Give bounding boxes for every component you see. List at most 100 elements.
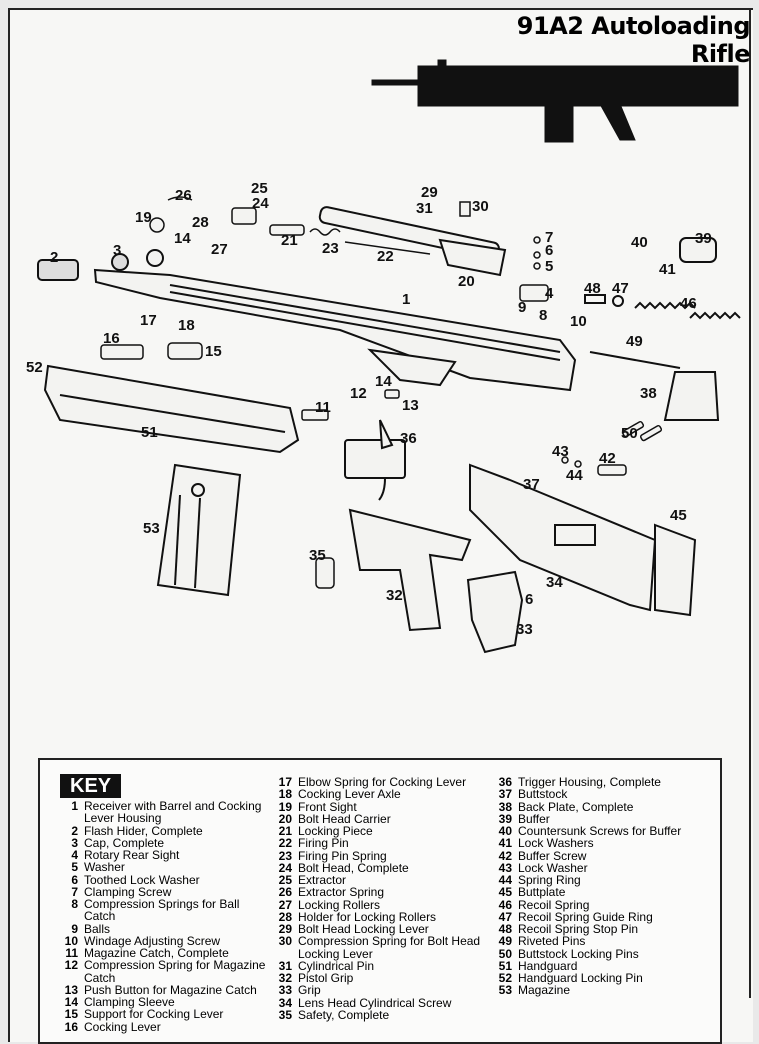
handguard	[43, 364, 300, 454]
key-entry-number: 15	[64, 1007, 78, 1022]
callout: 36	[400, 430, 417, 447]
callout: 37	[523, 476, 540, 493]
key-entry-number: 37	[498, 787, 512, 802]
key-entry-number: 40	[498, 824, 512, 838]
callout: 42	[599, 450, 616, 467]
key-entry-label: Cap, Complete	[84, 835, 165, 850]
key-entry-label: Buffer	[518, 811, 550, 826]
callout: 14	[375, 373, 392, 390]
key-entry-label: Buttplate	[518, 885, 566, 900]
key-entry-number: 30	[278, 934, 292, 949]
callout: 25	[251, 180, 268, 197]
key-entry-label: Windage Adjusting Screw	[84, 933, 221, 948]
key-entry-number: 11	[65, 946, 78, 960]
key-entry-label: Bolt Head Locking Lever	[298, 922, 429, 936]
key-entry-label: Compression Springs for Ball Catch	[84, 897, 240, 924]
pistol-grip	[348, 508, 472, 632]
key-entry-number: 19	[278, 799, 292, 814]
key-entry-number: 10	[64, 933, 78, 948]
key-entry-label: Riveted Pins	[518, 934, 586, 949]
key-entry-number: 28	[278, 909, 292, 924]
key-entry-label: Lens Head Cylindrical Screw	[298, 995, 452, 1010]
callout: 46	[680, 295, 697, 312]
key-entry-number: 21	[278, 824, 292, 838]
key-entry-number: 36	[498, 775, 512, 789]
key-entry-label: Lock Washers	[518, 836, 594, 851]
callout: 19	[135, 209, 152, 226]
callout: 44	[566, 467, 583, 484]
callout: 7	[545, 229, 553, 246]
key-entry-number: 32	[278, 971, 292, 985]
key-entry-label: Clamping Sleeve	[84, 995, 175, 1009]
key-entry-label: Bolt Head Carrier	[298, 811, 391, 826]
callout: 4	[545, 285, 554, 302]
callout: 39	[695, 230, 712, 247]
key-entry-label: Trigger Housing, Complete	[518, 775, 661, 789]
key-entry-label: Cylindrical Pin	[298, 958, 375, 973]
key-entry: 18 Cocking Lever Axle	[268, 787, 486, 802]
key-entry-number: 17	[278, 775, 292, 789]
key-entry-label: Recoil Spring Guide Ring	[518, 909, 653, 924]
key-entry-label: Compression Spring for Magazine Catch	[84, 958, 266, 985]
key-entry-label: Countersunk Screws for Buffer	[518, 824, 682, 838]
key-entry-label: Cocking Lever Axle	[298, 787, 401, 802]
callout: 20	[458, 273, 475, 290]
key-entry-number: 48	[498, 922, 512, 936]
key-entry-label: Recoil Spring	[518, 897, 590, 912]
key-entry-number: 2	[71, 823, 78, 838]
key-entry-number: 18	[278, 787, 292, 802]
callout: 5	[545, 258, 553, 275]
callout: 17	[140, 312, 157, 329]
key-entry-number: 16	[64, 1019, 78, 1034]
key-entry: 10 Windage Adjusting Screw	[54, 933, 274, 948]
buttplate	[654, 523, 697, 617]
key-entry-number: 20	[278, 811, 292, 826]
callout: 15	[205, 343, 222, 360]
page-frame-right-rule	[749, 8, 751, 998]
callout: 1	[402, 291, 410, 308]
key-entry: 17 Elbow Spring for Cocking Lever	[268, 775, 486, 789]
key-entry-label: Magazine	[518, 983, 571, 998]
key-entry-number: 23	[278, 848, 292, 863]
callout: 11	[315, 399, 331, 416]
recoil-spring	[584, 294, 741, 320]
callout: 21	[281, 232, 298, 249]
cap	[111, 253, 129, 271]
key-entry-number: 31	[278, 958, 292, 973]
callout: 28	[192, 214, 209, 231]
callout: 10	[570, 313, 587, 330]
callout: 12	[350, 385, 367, 402]
key-entry: 37 Buttstock	[488, 787, 720, 802]
key-entry-label: Buttstock	[518, 787, 568, 802]
callout: 50	[621, 425, 638, 442]
key-entry-label: Rotary Rear Sight	[84, 848, 180, 862]
key-entry-label: Elbow Spring for Cocking Lever	[298, 775, 467, 789]
key-entry-number: 12	[64, 958, 78, 973]
callout-labels: 1 2 3 4 5 6 7 8 9 10 11 12 13 14 14 15 1…	[26, 180, 712, 638]
key-entry-number: 39	[498, 811, 512, 826]
key-entry-number: 45	[498, 885, 512, 900]
